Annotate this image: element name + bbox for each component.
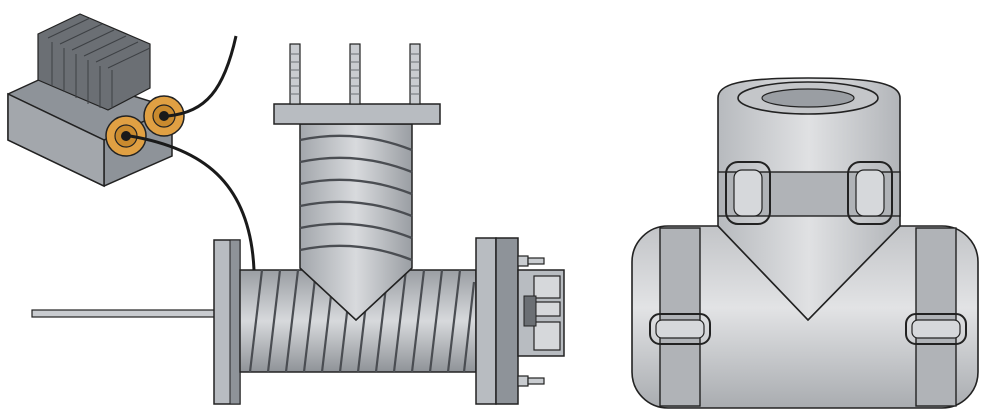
power-cables [129,35,256,271]
right-strap-band [905,227,967,407]
branch-heat-trace-coil [299,134,413,262]
heat-traced-tee-assembly [7,13,565,405]
top-flange-plate [273,43,441,125]
top-strap-band [717,161,901,225]
cable-gland-upper [143,95,185,137]
heatsink [37,13,151,111]
left-flange [213,239,241,405]
right-flange [475,237,519,405]
insulation-jacket-assembly [631,77,979,409]
probe-rod [31,309,219,318]
terminal-block [517,269,565,357]
flange-bolts [517,255,545,387]
flange-studs [289,43,421,105]
temperature-controller [7,13,185,188]
vertical-branch [299,123,413,322]
left-strap-band [649,227,711,407]
cable-gland-lower [105,115,147,157]
